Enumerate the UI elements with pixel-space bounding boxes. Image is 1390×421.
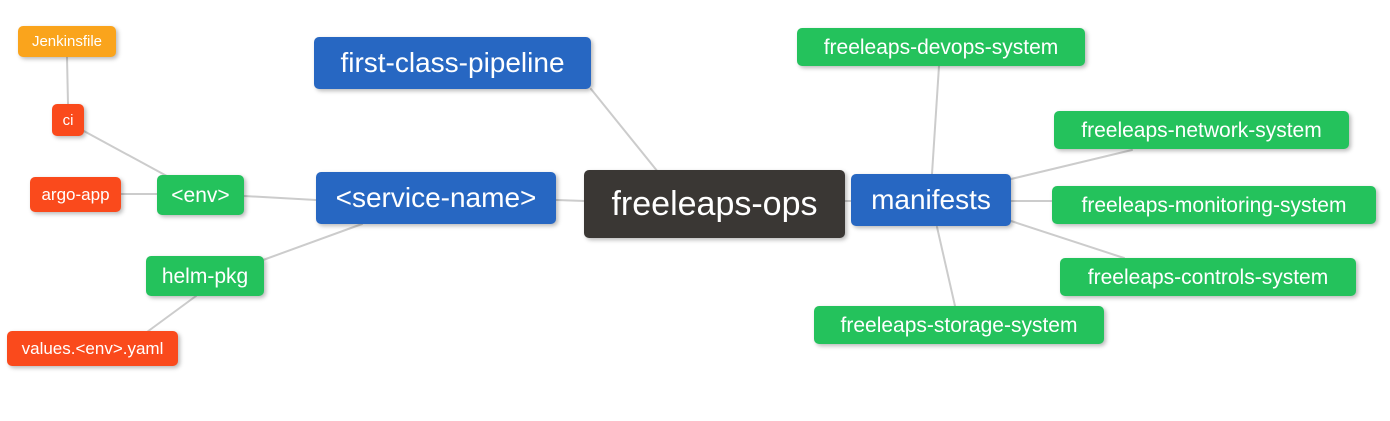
edge-manifests-to-devops-system <box>931 65 940 175</box>
mindmap-node-env[interactable]: <env> <box>157 175 244 215</box>
mindmap-node-jenkinsfile[interactable]: Jenkinsfile <box>18 26 116 57</box>
mindmap-node-first-class-pipeline[interactable]: first-class-pipeline <box>314 37 591 89</box>
edge-manifests-to-controls-system <box>1010 220 1125 259</box>
edge-env-to-service-name <box>243 195 317 201</box>
mindmap-node-controls-system[interactable]: freeleaps-controls-system <box>1060 258 1356 296</box>
edge-manifests-to-storage-system <box>936 226 956 307</box>
mindmap-node-service-name[interactable]: <service-name> <box>316 172 556 224</box>
edge-manifests-to-network-system <box>1010 149 1133 180</box>
mindmap-node-argo-app[interactable]: argo-app <box>30 177 121 212</box>
edge-values-env-yaml-to-helm-pkg <box>146 295 197 333</box>
mindmap-node-manifests[interactable]: manifests <box>851 174 1011 226</box>
mindmap-node-devops-system[interactable]: freeleaps-devops-system <box>797 28 1085 66</box>
mindmap-node-network-system[interactable]: freeleaps-network-system <box>1054 111 1349 149</box>
mindmap-node-ci[interactable]: ci <box>52 104 84 136</box>
edge-helm-pkg-to-service-name <box>262 223 363 261</box>
edge-ci-to-env <box>81 129 177 182</box>
mindmap-node-storage-system[interactable]: freeleaps-storage-system <box>814 306 1104 344</box>
mindmap-node-helm-pkg[interactable]: helm-pkg <box>146 256 264 296</box>
mindmap-node-monitoring-system[interactable]: freeleaps-monitoring-system <box>1052 186 1376 224</box>
mindmap-node-freeleaps-ops[interactable]: freeleaps-ops <box>584 170 845 238</box>
edge-first-class-pipeline-to-freeleaps-ops <box>590 88 659 173</box>
edge-service-name-to-freeleaps-ops <box>555 199 586 202</box>
edge-jenkinsfile-to-ci <box>66 56 69 105</box>
mindmap-node-values-env-yaml[interactable]: values.<env>.yaml <box>7 331 178 366</box>
